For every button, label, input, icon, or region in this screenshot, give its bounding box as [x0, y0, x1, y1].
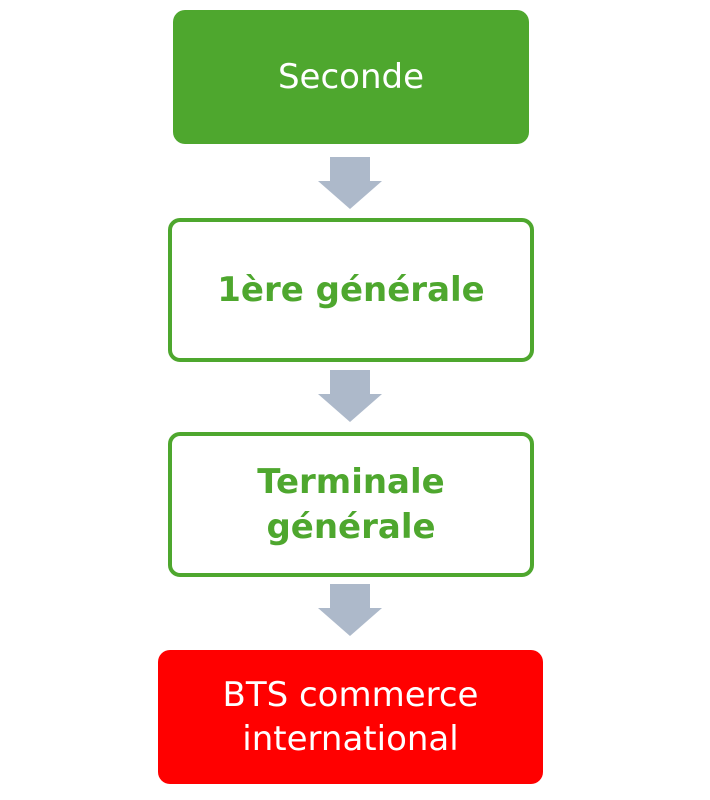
step-label: BTS commerce international — [222, 674, 479, 759]
step-premiere-generale: 1ère générale — [168, 218, 534, 362]
arrow-down-icon — [318, 584, 382, 636]
arrow-down-icon — [318, 370, 382, 422]
step-seconde: Seconde — [173, 10, 529, 144]
step-label: 1ère générale — [217, 269, 485, 310]
arrow-down-icon — [318, 157, 382, 209]
step-label: Seconde — [277, 56, 425, 97]
step-label: Terminale générale — [257, 462, 445, 547]
step-bts-commerce-international: BTS commerce international — [158, 650, 543, 784]
step-terminale-generale: Terminale générale — [168, 432, 534, 577]
